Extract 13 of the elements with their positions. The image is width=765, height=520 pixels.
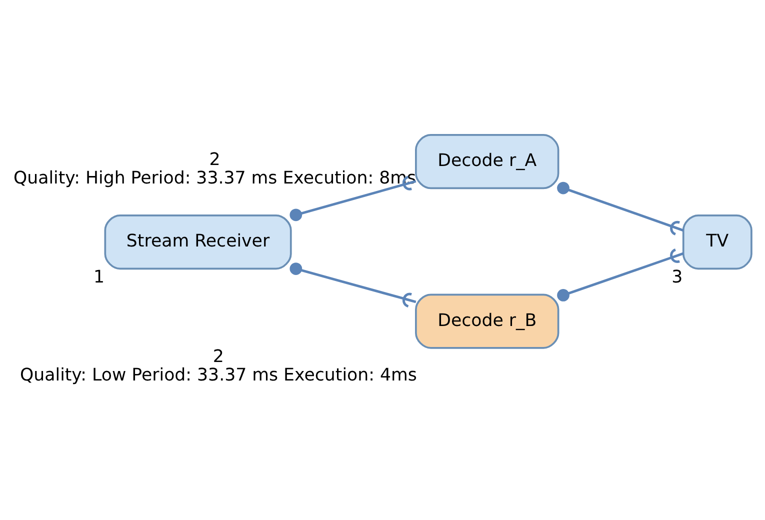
node-box: Decode r_A [415, 134, 560, 190]
connector [557, 182, 684, 236]
node-box: Stream Receiver [104, 214, 292, 270]
node-label: 2 [209, 150, 220, 170]
node-label: Quality: Low Period: 33.37 ms Execution: 4ms [20, 365, 417, 386]
connector [290, 262, 416, 308]
node-box: TV [682, 214, 752, 270]
connector [290, 176, 416, 222]
node-label: 1 [93, 268, 104, 288]
node-label: 2 [212, 346, 224, 367]
node-label: 3 [672, 268, 683, 288]
node-box: Decode r_B [415, 294, 560, 349]
connector [557, 248, 684, 302]
